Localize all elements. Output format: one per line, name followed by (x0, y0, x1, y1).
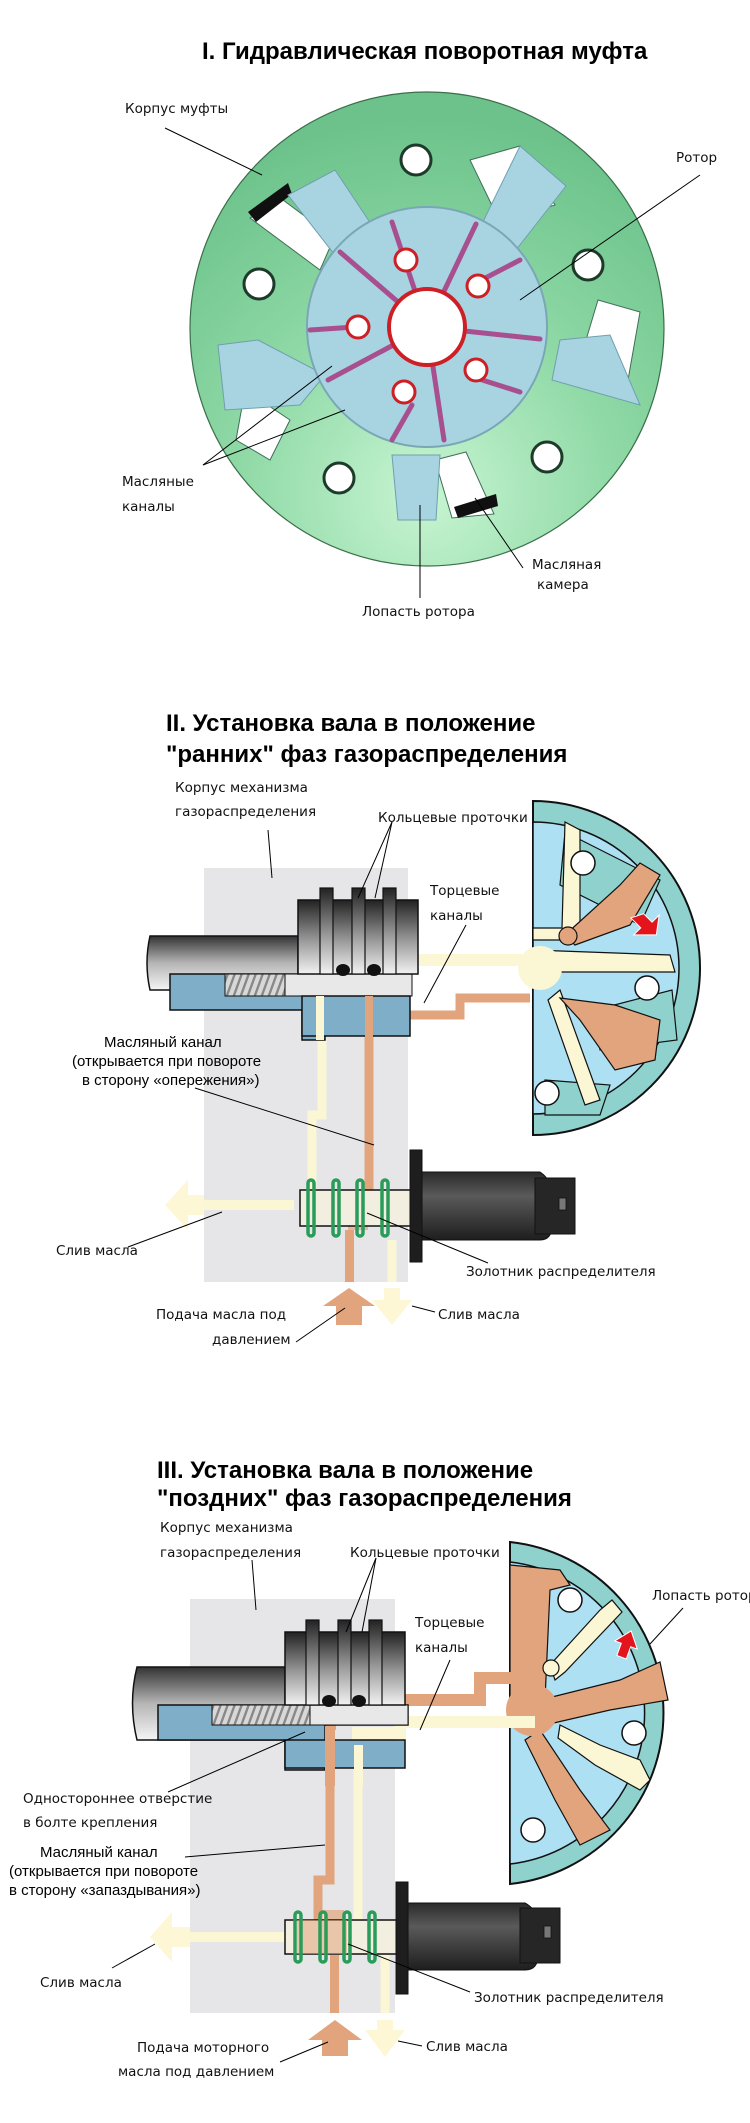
center-bore (387, 287, 467, 367)
section-1-title: I. Гидравлическая поворотная муфта (202, 38, 648, 65)
leader-oil-channel-b (202, 409, 346, 466)
label-oil-channels-1: Масляные (122, 474, 194, 490)
label-one-way-hole-1: Одностороннее отверстие (23, 1791, 212, 1807)
label-supply-1: Подача масла под (156, 1307, 286, 1323)
section-2-title-line2: "ранних" фаз газораспределения (166, 741, 567, 768)
leader-end-channels-2 (423, 924, 467, 1004)
solenoid-flange (395, 1881, 409, 1995)
label-end-channels-1: Торцевые (414, 1615, 485, 1631)
leader-one-way-hole (167, 1731, 306, 1793)
label-ring-grooves: Кольцевые проточки (350, 1545, 500, 1561)
section-3-retard: III. Установка вала в положение "поздних… (9, 1457, 750, 2080)
leader-oil-channel-a (202, 365, 333, 466)
drain-arrow-bottom-icon (365, 2020, 405, 2057)
label-oil-chamber-1: Масляная (532, 557, 601, 573)
rotation-arrow-icon (629, 913, 660, 936)
phaser-wheel-retard (506, 1540, 669, 1886)
leader-ring-groove-b (361, 1557, 377, 1633)
clutch-disk (189, 91, 665, 567)
label-oil-channel-1: Масляный канал (104, 1034, 222, 1051)
label-oil-channels-2: каналы (122, 499, 175, 515)
supply-arrow-icon (308, 2020, 362, 2056)
label-drain-left: Слив масла (40, 1975, 122, 1991)
solenoid-connector (534, 1177, 576, 1235)
leader-rotor-vane-3 (649, 1607, 684, 1645)
label-rotor-vane: Лопасть ротора (362, 604, 475, 620)
label-oil-channel-3: в сторону «опережения») (82, 1072, 259, 1089)
label-supply-2: масла под давлением (118, 2064, 274, 2080)
leader-ring-groove-b (374, 821, 393, 899)
camshaft-assembly-retard (131, 1619, 409, 1786)
leader-ring-groove-a (357, 821, 393, 899)
solenoid-flange (409, 1149, 423, 1263)
leader-supply-2 (295, 1307, 346, 1343)
label-end-channels-2: каналы (430, 908, 483, 924)
drain-arrow-left-icon (150, 1912, 190, 1962)
label-housing-2: газораспределения (175, 804, 316, 820)
label-one-way-hole-2: в болте крепления (23, 1815, 157, 1831)
leader-oil-channel-3 (184, 1844, 326, 1858)
leader-drain-left-2 (127, 1211, 223, 1248)
spool-valve-advance (299, 1149, 576, 1263)
camshaft-assembly-advance (146, 887, 419, 1041)
section-3-title-line2: "поздних" фаз газораспределения (157, 1485, 572, 1512)
label-end-channels-2: каналы (415, 1640, 468, 1656)
label-housing-1: Корпус механизма (160, 1520, 293, 1536)
chamber-shadows (248, 183, 498, 518)
label-end-channels-1: Торцевые (429, 883, 500, 899)
solenoid-connector (519, 1907, 561, 1964)
label-oil-channel-2: (открывается при повороте (72, 1053, 261, 1070)
label-spool: Золотник распределителя (474, 1990, 664, 2006)
label-supply-1: Подача моторного (137, 2040, 269, 2056)
label-supply-2: давлением (212, 1332, 291, 1348)
label-spool: Золотник распределителя (466, 1264, 656, 1280)
label-housing-2: газораспределения (160, 1545, 301, 1561)
label-rotor: Ротор (676, 150, 717, 166)
label-drain-bottom: Слив масла (438, 1307, 520, 1323)
leader-housing (164, 127, 263, 176)
label-housing-1: Корпус механизма (175, 780, 308, 796)
bolt-holes (242, 143, 605, 495)
label-oil-chamber-2: камера (537, 577, 589, 593)
label-oil-channel-3: в сторону «запаздывания») (9, 1882, 201, 1899)
leader-housing-3 (251, 1559, 257, 1611)
leader-ring-groove-a (345, 1557, 377, 1633)
channel-ports (345, 247, 491, 405)
solenoid-body (407, 1902, 539, 1971)
supply-arrow-icon (323, 1288, 375, 1325)
rotation-arrow-icon (613, 1630, 639, 1660)
label-oil-channel-1: Масляный канал (40, 1844, 158, 1861)
leader-housing-2 (267, 829, 273, 879)
phaser-wheel-advance (518, 799, 701, 1137)
label-drain-left: Слив масла (56, 1243, 138, 1259)
drain-arrow-bottom-icon (372, 1288, 412, 1325)
leader-spool-2 (366, 1212, 489, 1264)
section-2-advance: II. Установка вала в положение "ранних" … (56, 710, 701, 1348)
leader-oil-chamber (474, 497, 524, 569)
solenoid-body (421, 1171, 553, 1241)
leader-supply-3 (279, 2041, 329, 2063)
label-clutch-housing: Корпус муфты (125, 101, 228, 117)
label-oil-channel-2: (открывается при повороте (9, 1863, 198, 1880)
drain-arrow-left-icon (165, 1180, 204, 1230)
leader-oil-channel-2 (194, 1087, 375, 1146)
label-ring-grooves: Кольцевые проточки (378, 810, 528, 826)
leader-drain-bottom-3 (397, 2040, 423, 2047)
section-2-title-line1: II. Установка вала в положение (166, 710, 535, 737)
leader-drain-bottom-2 (411, 1305, 436, 1313)
section-3-title-line1: III. Установка вала в положение (157, 1457, 533, 1484)
leader-drain-left-3 (111, 1943, 156, 1969)
leader-spool-3 (347, 1943, 471, 1993)
leader-end-channels-3 (419, 1659, 451, 1731)
leader-rotor (519, 174, 701, 301)
section-1-hydraulic-clutch: I. Гидравлическая поворотная муфта (122, 38, 717, 620)
label-drain-bottom: Слив масла (426, 2039, 508, 2055)
spool-valve-retard (284, 1881, 561, 1995)
label-rotor-vane: Лопасть ротор (652, 1588, 750, 1604)
